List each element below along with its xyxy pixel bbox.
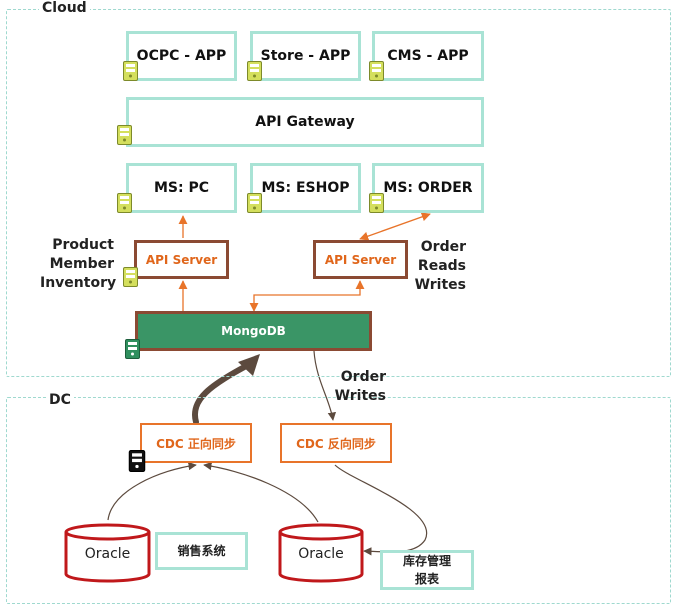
- note-line: Inventory: [40, 275, 117, 291]
- sales-system-box[interactable]: 销售系统: [155, 532, 248, 570]
- ms-label: MS: ORDER: [383, 180, 473, 196]
- server-icon: [247, 61, 262, 81]
- inventory-report-line: 库存管理: [402, 554, 451, 568]
- note-order-reads-writes: Order Reads Writes: [410, 238, 466, 295]
- arrow-mongo-to-api-right: [249, 280, 365, 312]
- api-gateway-box[interactable]: API Gateway: [126, 97, 484, 147]
- app-label: Store - APP: [260, 48, 351, 64]
- server-icon: [128, 450, 146, 472]
- cdc-reverse-label: CDC 反向同步: [296, 436, 376, 451]
- arrow-cdc-forward-head: [238, 354, 260, 376]
- note-line: Order: [340, 369, 386, 385]
- cdc-forward-box[interactable]: CDC 正向同步: [140, 423, 252, 463]
- server-icon: [123, 267, 138, 287]
- arrow-cdc-forward-to-mongo: [191, 361, 253, 425]
- dc-zone: [6, 397, 671, 604]
- server-icon: [123, 61, 138, 81]
- inventory-report-line: 报表: [414, 572, 439, 586]
- server-icon: [117, 193, 132, 213]
- cdc-forward-label: CDC 正向同步: [156, 436, 236, 451]
- mongodb-box[interactable]: MongoDB: [135, 311, 372, 351]
- inventory-report-box[interactable]: 库存管理 报表: [380, 550, 474, 590]
- sales-system-label: 销售系统: [177, 544, 226, 558]
- dc-zone-label: DC: [46, 392, 74, 408]
- oracle-db-inventory: [278, 523, 364, 583]
- server-icon: [117, 125, 132, 145]
- api-gateway-label: API Gateway: [255, 114, 355, 130]
- note-order-writes: Order Writes: [334, 368, 386, 406]
- app-label: OCPC - APP: [136, 48, 227, 64]
- cloud-zone: [6, 9, 671, 377]
- app-label: CMS - APP: [387, 48, 469, 64]
- server-icon: [369, 193, 384, 213]
- server-icon: [125, 339, 140, 359]
- note-line: Writes: [414, 277, 466, 293]
- note-line: Order: [420, 239, 466, 255]
- oracle-label-inventory: Oracle: [298, 546, 344, 562]
- api-server-right[interactable]: API Server: [313, 240, 408, 279]
- ms-box-pc[interactable]: MS: PC: [126, 163, 237, 213]
- arrow-api-right-to-ms-order: [359, 212, 431, 241]
- ms-label: MS: ESHOP: [261, 180, 350, 196]
- cloud-zone-label: Cloud: [39, 0, 90, 16]
- server-icon: [247, 193, 262, 213]
- app-box-store[interactable]: Store - APP: [250, 31, 361, 81]
- cdc-reverse-box[interactable]: CDC 反向同步: [280, 423, 392, 463]
- mongodb-label: MongoDB: [221, 324, 286, 338]
- arrow-oracle-sales-to-cdc: [107, 461, 197, 521]
- note-line: Product: [52, 237, 114, 253]
- api-server-left[interactable]: API Server: [134, 240, 229, 279]
- ms-label: MS: PC: [153, 180, 210, 196]
- app-box-ocpc[interactable]: OCPC - APP: [126, 31, 237, 81]
- server-icon: [369, 61, 384, 81]
- arrow-mongo-to-cdc-reverse: [313, 350, 337, 421]
- arrow-oracle-inv-to-cdc: [203, 461, 319, 523]
- ms-box-order[interactable]: MS: ORDER: [372, 163, 484, 213]
- app-box-cms[interactable]: CMS - APP: [372, 31, 484, 81]
- oracle-label-sales: Oracle: [84, 546, 131, 562]
- ms-box-eshop[interactable]: MS: ESHOP: [250, 163, 361, 213]
- note-line: Reads: [417, 258, 466, 274]
- api-server-label: API Server: [324, 252, 397, 267]
- note-line: Writes: [334, 388, 386, 404]
- note-line: Member: [49, 256, 114, 272]
- api-server-label: API Server: [145, 252, 218, 267]
- note-product-member-inventory: Product Member Inventory: [40, 236, 117, 293]
- oracle-db-sales: [64, 523, 151, 583]
